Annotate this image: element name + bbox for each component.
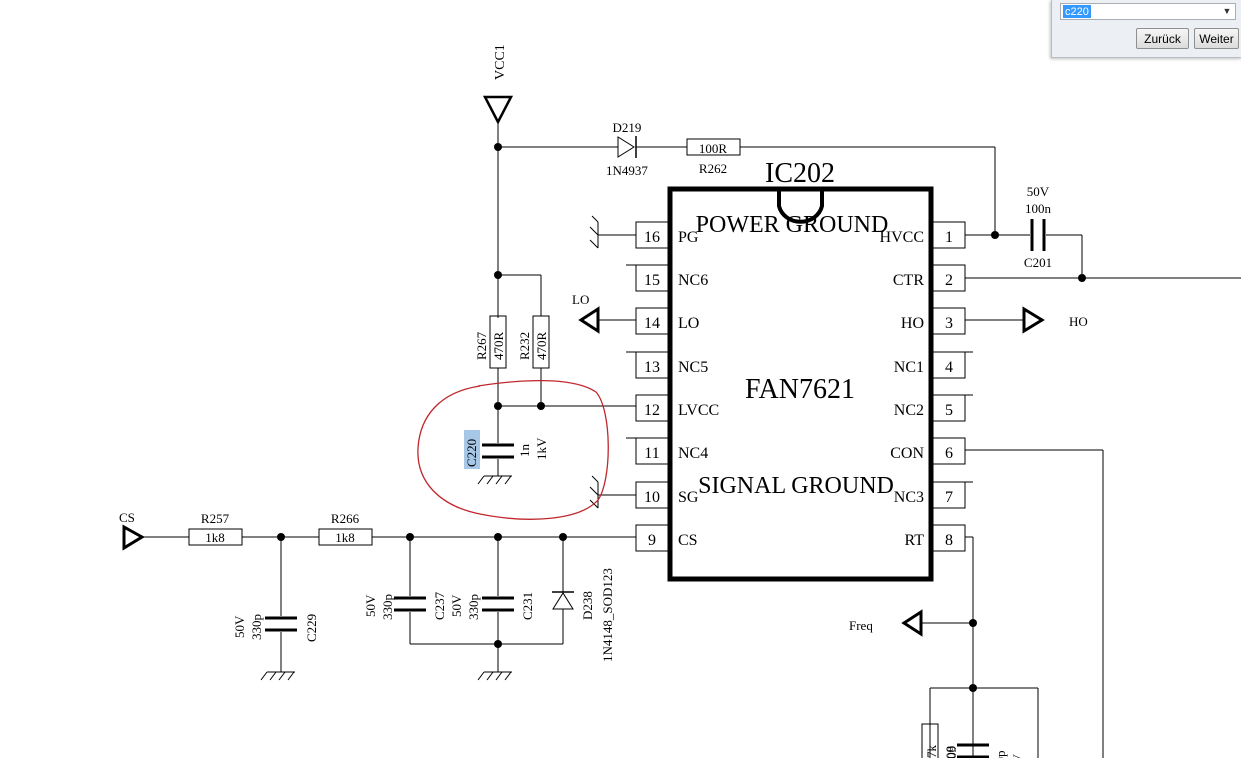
c237-voltage: 50V — [363, 594, 378, 617]
r257-ref: R257 — [201, 511, 230, 526]
pin-name: NC5 — [678, 359, 708, 376]
pin-name: NC2 — [894, 402, 924, 419]
pin-name: CON — [890, 445, 924, 462]
freq-port-label: Freq — [849, 618, 873, 633]
r232-value: 470R — [534, 332, 549, 361]
ho-port-label: HO — [1069, 314, 1088, 329]
find-input[interactable] — [1063, 5, 1091, 18]
pin-name: NC4 — [678, 445, 708, 462]
partial-cap-ref: C209 — [944, 746, 959, 758]
pin-name: LO — [678, 315, 699, 332]
pin-number: 14 — [644, 315, 660, 332]
c237-ref: C237 — [432, 591, 447, 620]
ic-notch — [777, 191, 824, 224]
pin-number: 11 — [644, 445, 659, 462]
r262-value: 100R — [699, 141, 728, 156]
c229-ref: C229 — [304, 614, 319, 642]
pin-number: 8 — [945, 532, 953, 549]
pin-number: 12 — [644, 402, 660, 419]
c201-voltage: 50V — [1027, 184, 1050, 199]
cs-port-symbol — [122, 524, 145, 551]
partial-cap-value: 50p — [993, 751, 1008, 758]
vcc-symbol — [482, 95, 514, 125]
chevron-down-icon[interactable]: ▼ — [1222, 6, 1232, 16]
c231-value: 330p — [466, 594, 481, 620]
find-bar: ▼ Zurück Weiter — [1051, 0, 1241, 58]
lo-port-label: LO — [572, 292, 589, 307]
ic-ref: IC202 — [765, 158, 835, 189]
pin-number: 3 — [945, 315, 953, 332]
ho-port-symbol — [1022, 306, 1045, 334]
c201-value: 100n — [1025, 201, 1052, 216]
d219-ref: D219 — [613, 120, 642, 135]
pin-number: 1 — [945, 229, 953, 246]
r262-ref: R262 — [699, 161, 727, 176]
r267-value: 470R — [491, 332, 506, 361]
pin-name: SG — [678, 489, 699, 506]
d238-diode — [552, 592, 574, 610]
pin-number: 15 — [644, 272, 660, 289]
lo-port-symbol — [578, 306, 600, 334]
d238-part: 1N4148_SOD123 — [600, 568, 615, 662]
pin-number: 10 — [644, 489, 660, 506]
pin-name: RT — [905, 532, 925, 549]
r266-ref: R266 — [331, 511, 360, 526]
pin-name: LVCC — [678, 402, 719, 419]
c220-voltage: 1kV — [534, 437, 549, 460]
partial-cap-voltage: 0V — [1010, 754, 1025, 758]
pin-number: 16 — [644, 229, 660, 246]
pin-number: 7 — [945, 489, 953, 506]
partial-res-value: 7k — [924, 745, 939, 758]
r266-value: 1k8 — [335, 530, 355, 545]
pin-number: 9 — [648, 532, 656, 549]
search-highlight — [464, 430, 480, 469]
pin-name: NC1 — [894, 359, 924, 376]
d219-part: 1N4937 — [606, 163, 648, 178]
pin-name: NC3 — [894, 489, 924, 506]
ic-power-ground: POWER GROUND — [696, 212, 889, 238]
highlight-circle — [417, 379, 609, 520]
c229-value: 330p — [249, 614, 264, 640]
pin-number: 4 — [945, 359, 953, 376]
pin-name: CS — [678, 532, 698, 549]
pin-name: CTR — [893, 272, 924, 289]
c220-ref: C220 — [464, 439, 479, 467]
pin-number: 13 — [644, 359, 660, 376]
vcc-label: VCC1 — [493, 44, 508, 80]
freq-port-symbol — [901, 609, 923, 637]
r232-ref: R232 — [517, 332, 532, 360]
d219-diode — [617, 136, 635, 158]
partial-res-ref: R208 — [943, 746, 958, 758]
c231-ref: C231 — [520, 592, 535, 620]
pin-name: HVCC — [880, 229, 924, 246]
cs-port-label: CS — [119, 510, 135, 525]
c229-voltage: 50V — [232, 615, 247, 638]
next-button[interactable]: Weiter — [1194, 28, 1239, 49]
ic-signal-ground: SIGNAL GROUND — [698, 473, 894, 499]
ic-name: FAN7621 — [745, 374, 855, 405]
pin-name: PG — [678, 229, 699, 246]
c220-value: 1n — [517, 444, 532, 458]
c201-ref: C201 — [1024, 255, 1052, 270]
pin-number: 2 — [945, 272, 953, 289]
c237-value: 330p — [380, 594, 395, 620]
c231-voltage: 50V — [449, 594, 464, 617]
pin-number: 6 — [945, 445, 953, 462]
ic-body — [667, 186, 934, 582]
d238-ref: D238 — [580, 591, 595, 620]
pin-name: HO — [901, 315, 924, 332]
find-combobox[interactable]: ▼ — [1060, 3, 1236, 20]
r257-value: 1k8 — [205, 530, 225, 545]
back-button[interactable]: Zurück — [1136, 28, 1189, 49]
pin-number: 5 — [945, 402, 953, 419]
pin-name: NC6 — [678, 272, 708, 289]
r267-ref: R267 — [474, 331, 489, 360]
